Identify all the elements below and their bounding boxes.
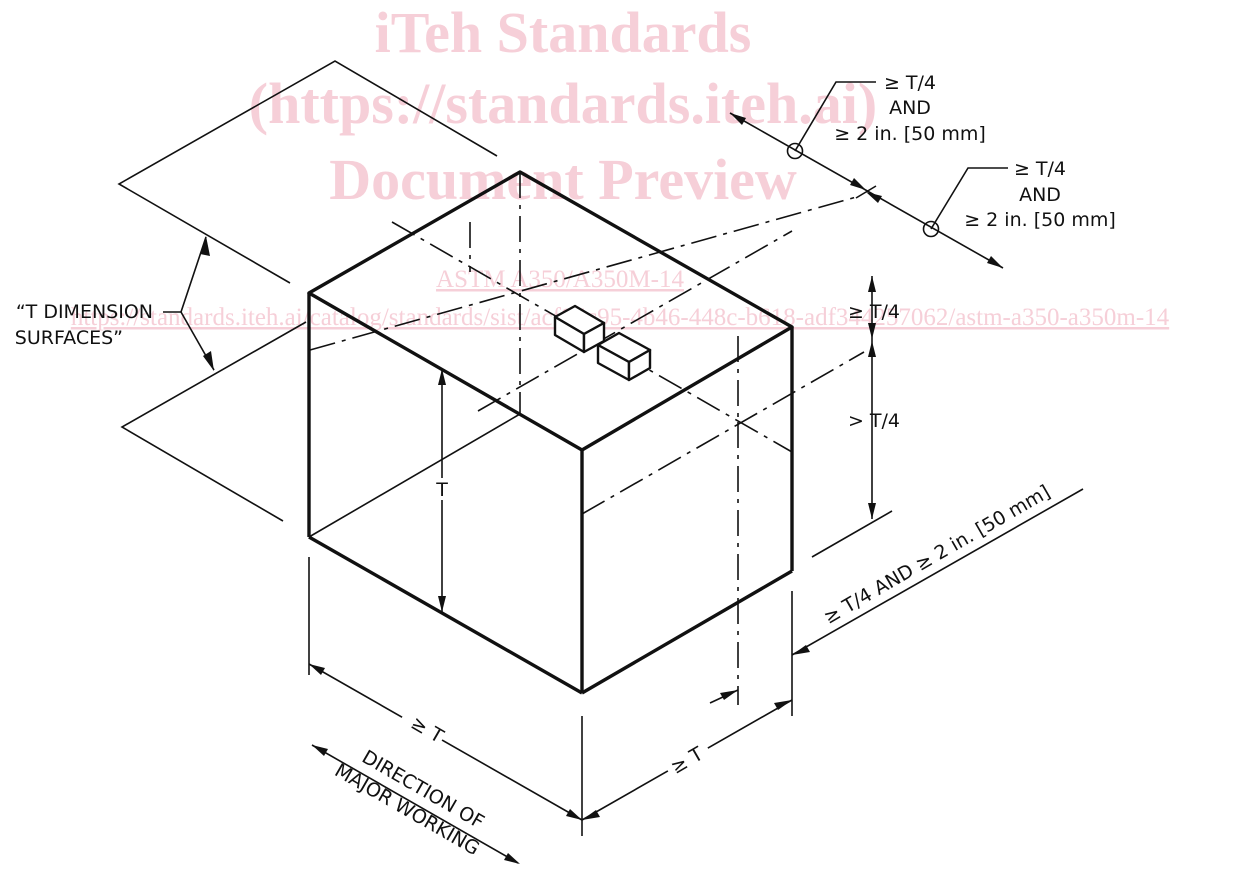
- callout-circle-2: [922, 220, 940, 238]
- dim-line-top: [729, 112, 1004, 269]
- callout-circle-1: [786, 142, 804, 160]
- hidden-line-plane-b: [581, 351, 865, 515]
- right-edge-label: ≥ T/4 AND ≥ 2 in. [50 mm]: [820, 481, 1054, 629]
- watermark: iTeh Standards (https://standards.iteh.a…: [71, 0, 1170, 331]
- hidden-lines: [309, 172, 865, 705]
- arrowhead-right-edge: [792, 645, 810, 655]
- top-callout-line2: AND: [889, 97, 931, 119]
- right-edge-dimension: ≥ T/4 AND ≥ 2 in. [50 mm]: [791, 481, 1084, 656]
- arrowhead-thickness-bottom: [438, 596, 446, 612]
- extension-line-bottom: [811, 510, 893, 558]
- length-left-label-bg: [397, 705, 449, 749]
- depth-upper-label: ≥ T/4: [848, 301, 900, 323]
- arrowhead-thickness-top: [438, 369, 446, 385]
- watermark-line1: iTeh Standards: [375, 0, 752, 65]
- t-dimension-label-line1: “T DIMENSION: [16, 301, 153, 323]
- length-left-dim-line: [308, 663, 583, 821]
- arrowhead-length-left-end: [566, 809, 582, 820]
- watermark-line3: Document Preview: [329, 147, 797, 212]
- length-right-label-bg: [661, 736, 713, 780]
- mid-callout-line3: ≥ 2 in. [50 mm]: [964, 209, 1116, 231]
- arrowhead-lower: [203, 351, 214, 371]
- mid-callout-line2: AND: [1019, 184, 1061, 206]
- direction-arrowhead-start: [312, 745, 328, 756]
- thickness-label: T: [435, 479, 448, 501]
- direction-indicator: DIRECTION OF MAJOR WORKING: [311, 744, 520, 864]
- block-hidden-bottom-left: [308, 413, 521, 538]
- test-specimens: [553, 304, 652, 382]
- arrowhead-top-mid-b: [866, 192, 882, 203]
- extension-tick-mid: [855, 185, 877, 199]
- arrowhead-top-mid-a: [850, 178, 866, 190]
- thickness-dimension: T: [434, 369, 450, 612]
- thickness-label-bg: [434, 478, 450, 500]
- callout-leader-1: [794, 81, 876, 152]
- t-dimension-callout: “T DIMENSION SURFACES”: [15, 236, 215, 371]
- block-bottom-left-edge: [308, 535, 583, 695]
- arrowhead-top-end: [987, 256, 1003, 268]
- arrowhead-depth-bottom: [868, 503, 876, 519]
- top-callout-line3: ≥ 2 in. [50 mm]: [834, 123, 986, 145]
- hidden-line-plane-a: [477, 230, 793, 412]
- arrowhead-length-right-end: [774, 700, 792, 710]
- arrowhead-length-right-tick: [720, 690, 738, 700]
- watermark-url[interactable]: https://standards.iteh.ai/catalog/standa…: [71, 304, 1170, 331]
- right-edge-dim-line: [791, 488, 1084, 656]
- direction-arrow-line: [311, 744, 519, 864]
- arrowhead-depth-mid-a: [868, 323, 876, 339]
- forged-block: [307, 170, 794, 695]
- arrowhead-depth-mid-b: [868, 341, 876, 357]
- arrowhead-upper: [200, 236, 210, 256]
- arrowhead-length-right-start: [582, 810, 600, 820]
- t-dimension-planes: [117, 60, 498, 522]
- watermark-line2: (https://standards.iteh.ai): [249, 71, 877, 136]
- block-hidden-bottom-back: [519, 413, 583, 451]
- watermark-doc-code[interactable]: ASTM A350/A350M-14: [436, 266, 684, 293]
- lower-plane-outline: [120, 321, 307, 522]
- block-bottom-right-edge: [581, 569, 793, 695]
- mid-callout-line1: ≥ T/4: [1014, 158, 1066, 180]
- t-dimension-label-line2: SURFACES”: [15, 327, 123, 349]
- callout-leader-2: [930, 167, 1008, 230]
- hidden-line-top-crosswise: [309, 195, 861, 351]
- arrowhead-length-left-start: [309, 664, 325, 675]
- specimen-2-end: [627, 348, 652, 382]
- upper-plane-outline: [117, 60, 498, 284]
- arrowhead-depth-top: [868, 276, 876, 292]
- depth-dimensions: ≥ T/4 > T/4: [811, 276, 900, 558]
- top-right-dimensions: ≥ T/4 AND ≥ 2 in. [50 mm] ≥ T/4 AND ≥ 2 …: [729, 72, 1116, 269]
- arrowhead-top-start: [730, 113, 746, 125]
- direction-arrowhead-end: [504, 853, 520, 864]
- top-callout-line1: ≥ T/4: [884, 72, 936, 94]
- depth-lower-label: > T/4: [848, 410, 900, 432]
